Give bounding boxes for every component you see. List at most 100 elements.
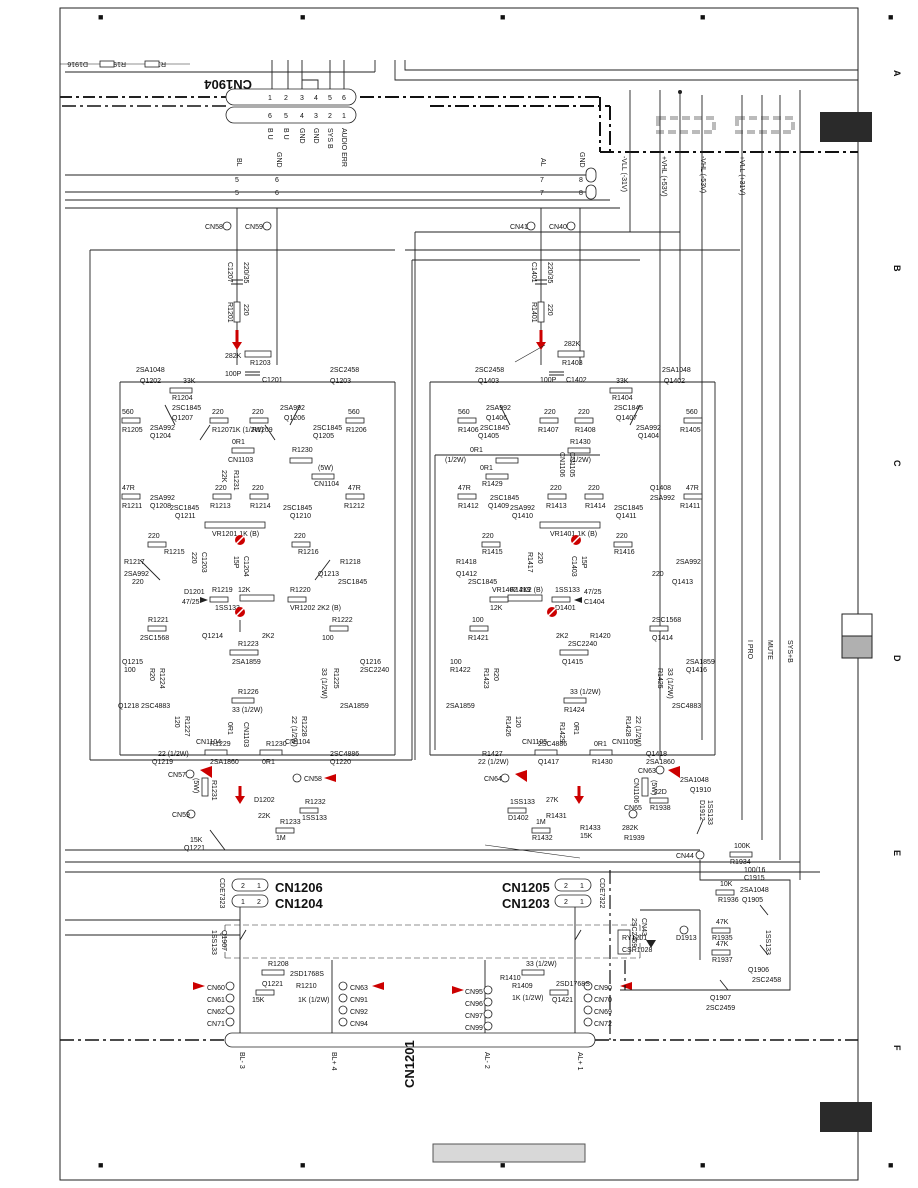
svg-text:2: 2 [328,113,332,120]
svg-text:2SC4883: 2SC4883 [672,703,701,710]
svg-text:CN63: CN63 [638,768,656,775]
svg-text:6: 6 [268,113,272,120]
svg-text:15K: 15K [580,833,593,840]
svg-text:Q1213: Q1213 [318,571,339,578]
svg-text:15P: 15P [232,556,239,569]
svg-text:2SA992: 2SA992 [280,405,305,412]
right-stage-4: 220 R1415 220 R1416 R1418 Q1412 2SC1845 … [456,533,701,586]
svg-text:6: 6 [275,177,279,184]
svg-text:100: 100 [322,635,334,642]
svg-text:R1225: R1225 [332,668,339,689]
svg-text:R1936: R1936 [718,897,739,904]
svg-text:SYS B: SYS B [326,128,333,149]
svg-text:R1227: R1227 [183,716,190,737]
svg-text:1SS133: 1SS133 [210,930,217,955]
svg-text:C1207: C1207 [226,262,233,283]
svg-text:C1201: C1201 [262,377,283,384]
svg-text:2SC1845: 2SC1845 [480,425,509,432]
cable-indicators [656,116,795,134]
svg-text:1SS133: 1SS133 [706,800,713,825]
svg-text:R1209: R1209 [252,427,273,434]
svg-text:33 (1/2W): 33 (1/2W) [232,707,263,714]
svg-text:BL- 3: BL- 3 [238,1052,245,1069]
svg-text:CN62: CN62 [207,1009,225,1016]
side-tab-dark [820,112,872,142]
svg-text:CN91: CN91 [350,997,368,1004]
svg-text:-VLL (-31V): -VLL (-31V) [620,156,627,192]
row-marker: E [892,850,902,856]
svg-text:220: 220 [148,533,160,540]
svg-text:12K: 12K [238,587,251,594]
svg-text:2SA992: 2SA992 [150,495,175,502]
svg-text:CN97: CN97 [465,1013,483,1020]
svg-text:CN1105: CN1105 [568,452,575,477]
svg-text:Q1214: Q1214 [202,633,223,640]
svg-text:Q1406: Q1406 [486,415,507,422]
col-marker: ■ [700,12,705,22]
svg-text:0R1: 0R1 [594,741,607,748]
svg-text:47/25: 47/25 [584,589,602,596]
svg-text:CN1104: CN1104 [196,739,221,746]
svg-text:220/35: 220/35 [242,262,249,284]
svg-text:Q1413: Q1413 [672,579,693,586]
svg-text:220: 220 [550,485,562,492]
svg-text:R1418: R1418 [456,559,477,566]
svg-text:VR1202 2K2 (B): VR1202 2K2 (B) [290,605,341,612]
svg-text:R1229: R1229 [210,741,231,748]
svg-text:CN61: CN61 [207,997,225,1004]
svg-text:33 (1/2W): 33 (1/2W) [320,668,327,699]
svg-text:22 (1/2W): 22 (1/2W) [634,716,641,747]
right-mute: CN1106 (5W) 27K R1431 1SS133 D1402 1M R1… [507,777,657,842]
svg-text:CN1104: CN1104 [314,481,339,488]
svg-text:Q1409: Q1409 [488,503,509,510]
svg-text:5: 5 [284,113,288,120]
svg-text:R1423: R1423 [482,668,489,689]
svg-text:2SC4886: 2SC4886 [538,741,567,748]
svg-text:2SC1845: 2SC1845 [170,505,199,512]
svg-text:220: 220 [544,409,556,416]
svg-text:GND: GND [298,128,305,144]
svg-text:VR1401 1K (B): VR1401 1K (B) [550,531,597,538]
svg-text:CN90: CN90 [594,985,612,992]
svg-text:220: 220 [536,552,543,564]
svg-text:560: 560 [122,409,134,416]
col-marker: ■ [500,1160,505,1170]
svg-text:R1433: R1433 [580,825,601,832]
side-tab-dark-bottom [820,1102,872,1132]
svg-text:GND: GND [312,128,319,144]
svg-text:Q1221: Q1221 [262,981,283,988]
svg-text:2: 2 [564,899,568,906]
top-header-area: D1916 R1920 R1921 [60,60,858,153]
svg-text:CN64: CN64 [484,776,502,783]
cn1201-label: CN1201 [402,1040,417,1088]
svg-text:R1424: R1424 [564,707,585,714]
svg-text:2SA992: 2SA992 [676,559,701,566]
svg-text:2SA992: 2SA992 [510,505,535,512]
row-markers: A B C D E F [892,70,902,1051]
left-stage-2: 560 R1205 2SA992 Q1204 2SC1845 Q1207 220… [121,404,367,441]
svg-text:1K (1/2W): 1K (1/2W) [298,997,330,1004]
svg-text:CN70: CN70 [594,997,612,1004]
svg-text:0R1: 0R1 [470,447,483,454]
svg-text:C1404: C1404 [584,599,605,606]
svg-text:R1203: R1203 [250,360,271,367]
svg-text:R1224: R1224 [158,668,165,689]
svg-text:CN1104: CN1104 [285,739,310,746]
svg-text:Q1905: Q1905 [742,897,763,904]
svg-text:120: 120 [514,716,521,728]
svg-text:2SC1845: 2SC1845 [614,505,643,512]
svg-text:Q1407: Q1407 [616,415,637,422]
svg-text:8: 8 [579,177,583,184]
column-markers-bottom: ■ ■ ■ ■ ■ [98,1160,893,1170]
svg-text:47R: 47R [686,485,699,492]
svg-text:Q1221: Q1221 [184,845,205,852]
left-stage-4: 220 R1215 220 R1216 R1217 2SA992 220 R12… [124,533,367,586]
svg-text:CN1105: CN1105 [612,739,637,746]
svg-text:560: 560 [348,409,360,416]
svg-text:2K2: 2K2 [556,633,569,640]
svg-text:R1407: R1407 [538,427,559,434]
svg-text:2SC2459: 2SC2459 [706,1005,735,1012]
right-bias: 47/25 C1404 1SS133 D1401 R1419 VR1402 2K… [489,587,611,640]
left-amplifier: CN58 CN59 C1207 220/35 R1201 220 282K R1… [89,208,412,852]
svg-text:AUDIO ERR: AUDIO ERR [340,128,347,167]
